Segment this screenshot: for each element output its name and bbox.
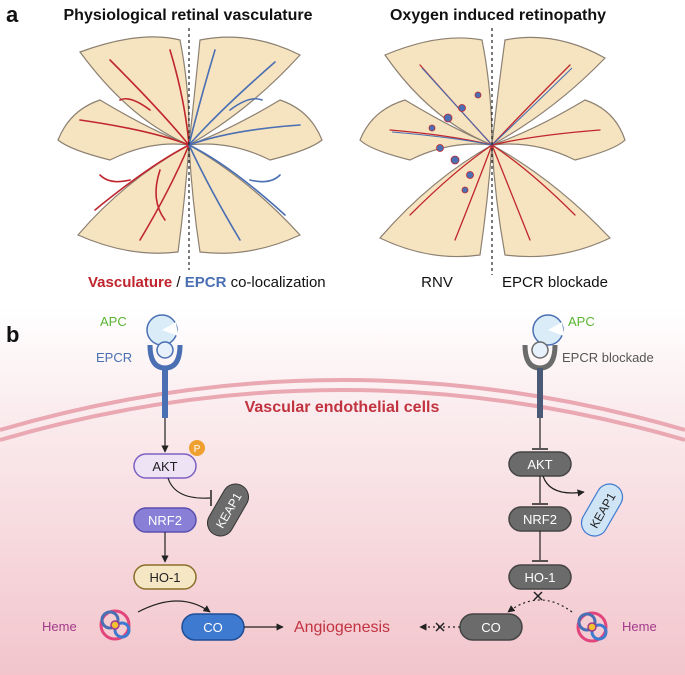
ho1-left-node	[133, 564, 197, 590]
legend-rest: co-localization	[226, 274, 325, 291]
apc-left-icon	[146, 314, 178, 346]
ho1-left: HO-1	[149, 570, 180, 585]
phospho-label: P	[194, 444, 201, 455]
heme-left: Heme	[42, 619, 77, 634]
ho1-right-node	[508, 564, 572, 590]
legend-vasculature: Vasculature	[88, 274, 172, 291]
retina-oir	[359, 28, 626, 275]
panel-b-label: b	[6, 322, 19, 347]
epcr-blockade-receptor-icon	[522, 341, 558, 418]
keap1-left-node: KEAP1	[207, 483, 249, 537]
heme-right: Heme	[622, 619, 657, 634]
nrf2-right: NRF2	[523, 512, 557, 527]
nrf2-left: NRF2	[148, 513, 182, 528]
left-title: Physiological retinal vasculature	[64, 7, 313, 24]
apc-right-icon	[532, 314, 564, 346]
block-mark-heme-co	[533, 591, 543, 601]
oir-vessels	[389, 64, 601, 241]
panel-b: b Vascular endothelial cells APC EPCR AK…	[0, 308, 685, 675]
arrow-heme-co	[137, 600, 211, 613]
vessels-red	[79, 49, 190, 241]
epcr-left-receptor-icon	[147, 341, 183, 418]
cell-label: Vascular endothelial cells	[245, 399, 440, 416]
co-left: CO	[203, 620, 223, 635]
akt-left-node	[133, 453, 197, 479]
epcr-left: EPCR	[96, 350, 132, 365]
panel-a: a Physiological retinal vasculature Oxyg…	[6, 2, 626, 291]
retina-petals-oir	[359, 36, 626, 258]
rnv-label: RNV	[421, 274, 453, 291]
right-pathway: APC EPCR blockade AKT NRF2 KEAP1	[419, 314, 657, 643]
phospho-icon	[189, 440, 205, 456]
legend-line: Vasculature / EPCR co-localization	[88, 274, 326, 291]
retina-physiological	[57, 28, 323, 270]
left-pathway: APC EPCR AKT P NRF2 KEAP1 HO-1	[42, 314, 284, 641]
heme-right-icon	[576, 611, 608, 643]
angiogenesis: Angiogenesis	[294, 619, 390, 636]
legend-slash: /	[172, 274, 185, 291]
legend-epcr: EPCR	[185, 274, 227, 291]
cell-membrane	[0, 378, 685, 442]
akt-right: AKT	[527, 457, 552, 472]
inhibit-akt-keap1	[167, 477, 211, 499]
co-right: CO	[481, 620, 501, 635]
vessels-blue	[188, 49, 301, 241]
apc-right: APC	[568, 314, 595, 329]
heme-left-icon	[99, 609, 131, 641]
block-mark-co-angiogenesis	[435, 622, 445, 632]
rnv-tufts	[428, 91, 482, 194]
right-title: Oxygen induced retinopathy	[390, 7, 606, 24]
epcr-blockade: EPCR blockade	[562, 350, 654, 365]
blockade-label: EPCR blockade	[502, 274, 608, 291]
panel-a-label: a	[6, 2, 19, 27]
arrow-akt-keap1	[542, 475, 585, 497]
akt-left: AKT	[152, 459, 177, 474]
ho1-right: HO-1	[524, 570, 555, 585]
apc-left: APC	[100, 314, 127, 329]
